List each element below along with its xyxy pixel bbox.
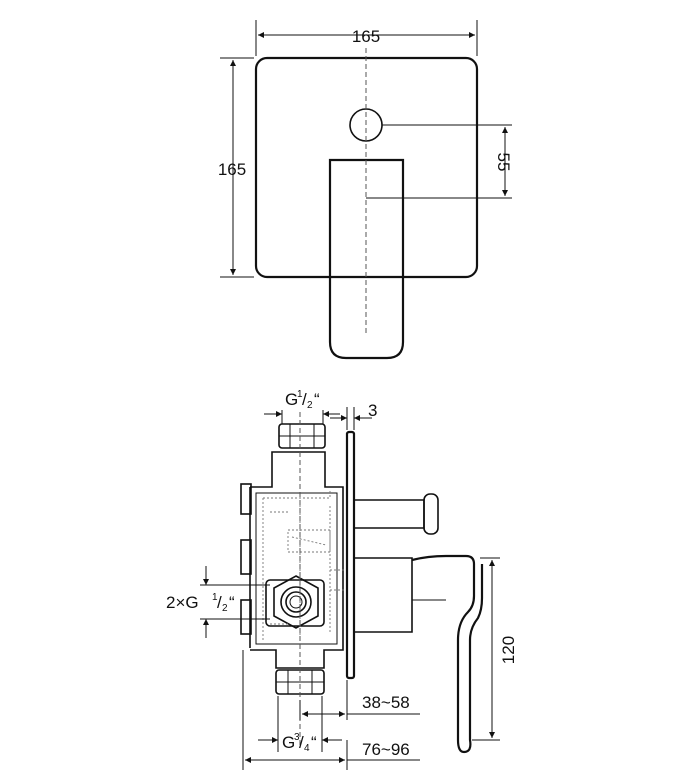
svg-text:1: 1 [297, 389, 303, 400]
side-view: G 1 / 2 “ 3 2×G 1 / 2 “ 120 [166, 389, 518, 770]
spacing-label: 55 [494, 153, 513, 172]
svg-text:G: G [285, 390, 298, 409]
width-label: 165 [352, 27, 380, 46]
bottom-thread-label: G 3 / 4 “ [282, 732, 317, 754]
inlet-socket [265, 579, 325, 627]
handle-lever [328, 158, 405, 360]
svg-text:/: / [302, 390, 307, 409]
plate-thickness-label: 3 [368, 401, 377, 420]
inlets-label: 2×G 1 / 2 “ [166, 592, 235, 614]
diverter-rod [354, 499, 425, 529]
svg-text:2×G: 2×G [166, 593, 199, 612]
handle-side [354, 557, 413, 633]
outlet-thread-label: G 1 / 2 “ [285, 389, 320, 411]
diverter-knob-side [423, 493, 439, 535]
svg-text:4: 4 [304, 743, 310, 754]
handle-height-label: 120 [499, 636, 518, 664]
svg-text:3: 3 [294, 732, 300, 743]
inlet-nut [273, 575, 319, 629]
height-label: 165 [218, 160, 246, 179]
svg-text:“: “ [311, 733, 317, 752]
svg-text:G: G [282, 733, 295, 752]
svg-text:2: 2 [222, 603, 228, 614]
svg-text:“: “ [229, 593, 235, 612]
svg-text:/: / [299, 733, 304, 752]
wall-plate [345, 430, 356, 680]
handle-lever-side [411, 554, 484, 754]
svg-text:1: 1 [212, 592, 218, 603]
valve-body [249, 451, 344, 669]
depth-min-label: 38~58 [362, 693, 410, 712]
front-view: 165 165 55 [218, 20, 513, 360]
svg-text:/: / [217, 593, 222, 612]
svg-text:2: 2 [307, 400, 313, 411]
depth-max-label: 76~96 [362, 740, 410, 759]
svg-text:“: “ [314, 390, 320, 409]
